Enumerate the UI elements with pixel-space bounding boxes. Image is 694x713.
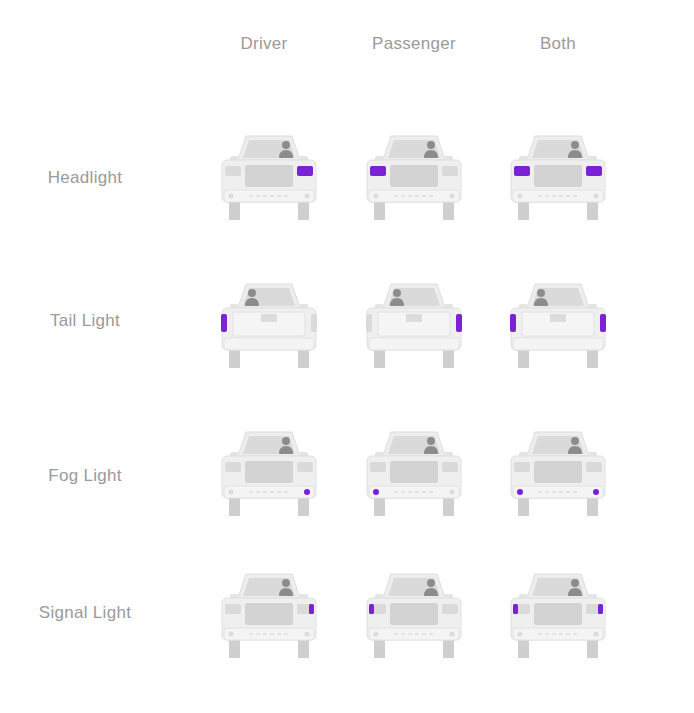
row-label: Headlight — [48, 168, 123, 188]
column-header: Passenger — [372, 34, 456, 54]
column-header: Both — [540, 34, 576, 54]
row-label: Signal Light — [39, 603, 131, 623]
row-label: Tail Light — [50, 311, 120, 331]
row-label: Fog Light — [48, 466, 122, 486]
column-header: Driver — [240, 34, 287, 54]
